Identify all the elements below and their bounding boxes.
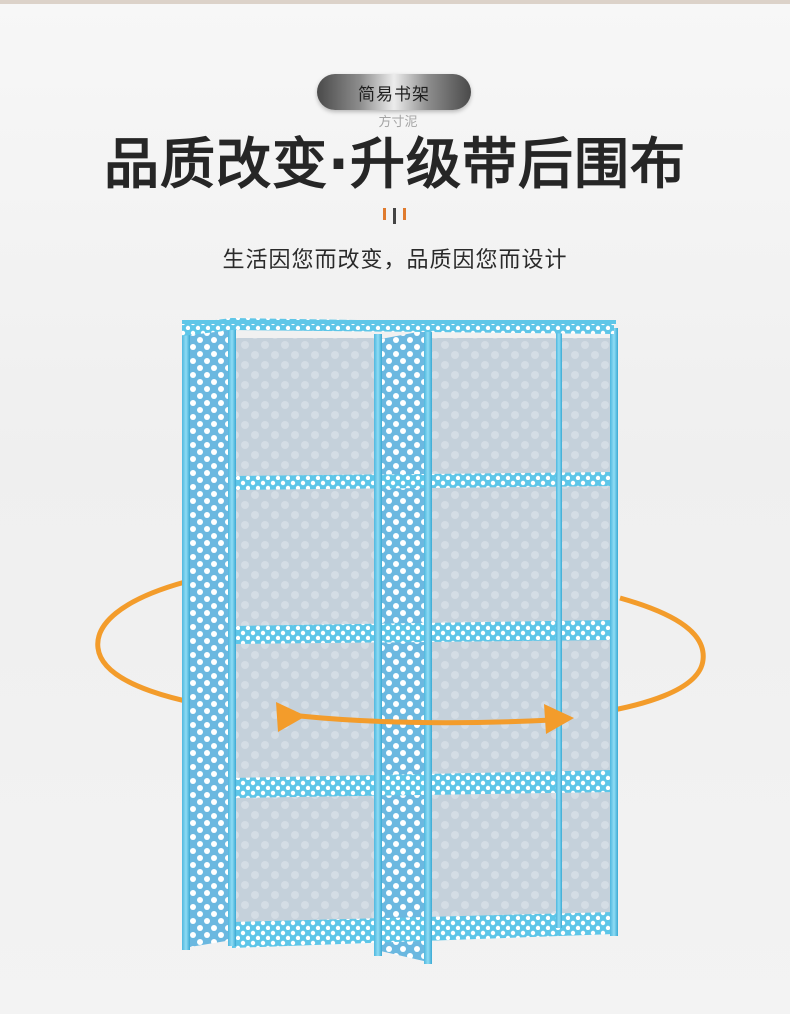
middle-divider-panel bbox=[376, 330, 428, 962]
category-badge-label: 简易书架 bbox=[358, 84, 430, 105]
category-badge: 简易书架 bbox=[317, 74, 471, 110]
frame-poles bbox=[182, 320, 618, 964]
watermark: 方寸泥 bbox=[378, 115, 418, 130]
tagline: 生活因您而改变，品质因您而设计 bbox=[222, 248, 568, 273]
top-frame bbox=[182, 318, 616, 336]
top-edge-line bbox=[0, 0, 790, 4]
rotation-arrow-front bbox=[276, 702, 574, 734]
headline: 品质改变·升级带后围布 bbox=[104, 132, 686, 196]
left-side-panel bbox=[184, 322, 232, 948]
shelf-boards bbox=[232, 472, 614, 948]
tick-marks-icon bbox=[383, 208, 406, 224]
